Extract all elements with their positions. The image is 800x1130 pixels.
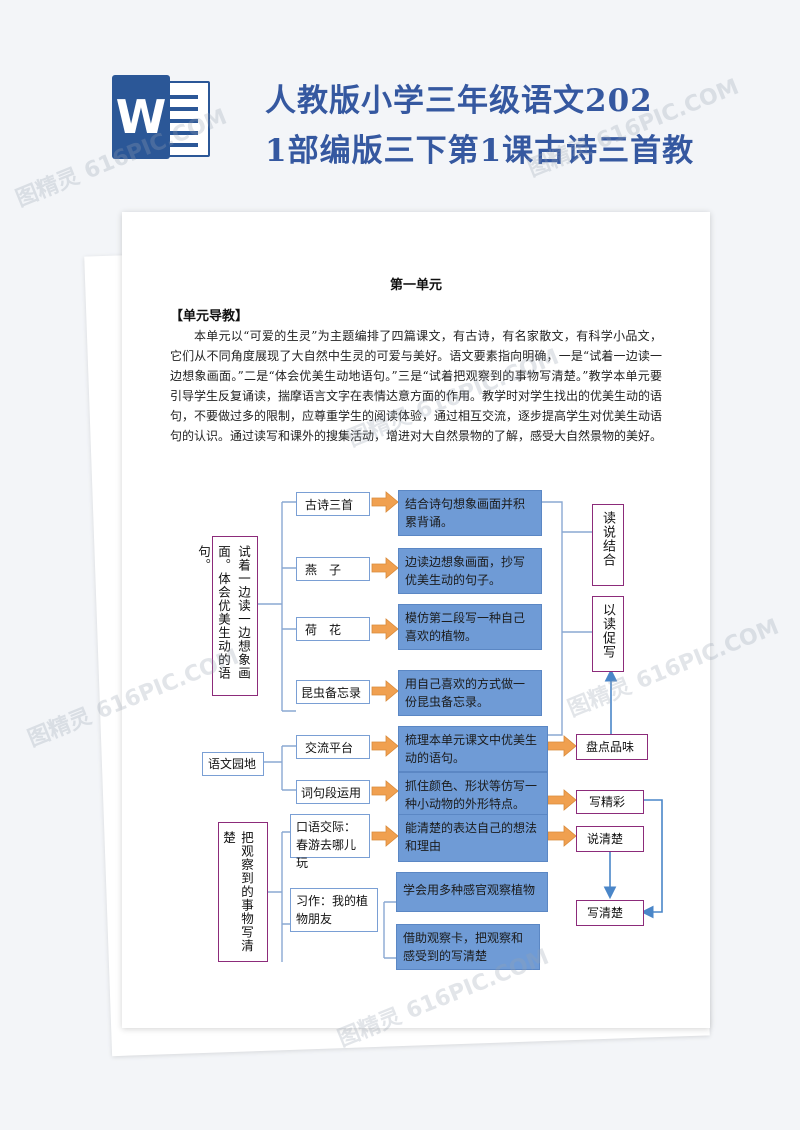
intro-paragraph: 本单元以“可爱的生灵”为主题编排了四篇课文，有古诗，有名家散文，有科学小品文，它…	[170, 329, 663, 443]
document-page: 第一单元 【单元导教】 本单元以“可爱的生灵”为主题编排了四篇课文，有古诗，有名…	[122, 212, 710, 1028]
goal-box-writing: 把观察到的事物写清楚	[218, 822, 268, 962]
word-document-icon: W	[112, 75, 210, 159]
task-box: 能清楚的表达自己的想法和理由	[398, 814, 548, 862]
task-box: 梳理本单元课文中优美生动的语句。	[398, 726, 548, 772]
task-box: 学会用多种感官观察植物	[396, 872, 548, 912]
page-title-line-1: 人教版小学三年级语文202	[265, 83, 653, 119]
task-box: 抓住颜色、形状等仿写一种小动物的外形特点。	[398, 772, 548, 818]
outcome-box: 盘点品味	[576, 734, 648, 760]
unit-heading: 第一单元	[389, 278, 442, 293]
hub-box: 语文园地	[202, 752, 264, 776]
lesson-box: 昆虫备忘录	[296, 680, 370, 704]
lesson-box: 习作：我的植物朋友	[290, 888, 378, 932]
task-box: 边读边想象画面，抄写优美生动的句子。	[398, 548, 542, 594]
task-box: 借助观察卡，把观察和感受到的写清楚	[396, 924, 540, 970]
task-box: 用自己喜欢的方式做一份昆虫备忘录。	[398, 670, 542, 716]
outcome-box: 说清楚	[576, 826, 644, 852]
outcome-box: 以读促写	[592, 596, 624, 672]
task-box: 结合诗句想象画面并积累背诵。	[398, 490, 542, 536]
outcome-box: 写清楚	[576, 900, 644, 926]
lesson-box: 荷 花	[296, 617, 370, 641]
task-box: 模仿第二段写一种自己喜欢的植物。	[398, 604, 542, 650]
section-title: 【单元导教】	[170, 309, 249, 324]
outcome-box: 写精彩	[576, 790, 644, 814]
lesson-box: 燕 子	[296, 557, 370, 581]
outcome-box: 读说结合	[592, 504, 624, 586]
lesson-box: 交流平台	[296, 735, 370, 759]
connector-lines	[258, 491, 663, 962]
lesson-box: 古诗三首	[296, 492, 370, 516]
goal-box-reading: 试着一边读一边想象画面。体会优美生动的语句。	[196, 536, 258, 696]
lesson-box: 口语交际：春游去哪儿玩	[290, 814, 370, 870]
lesson-box: 词句段运用	[296, 780, 370, 804]
page-title-line-2: 1部编版三下第1课古诗三首教	[265, 133, 695, 169]
orange-arrows	[371, 491, 577, 847]
